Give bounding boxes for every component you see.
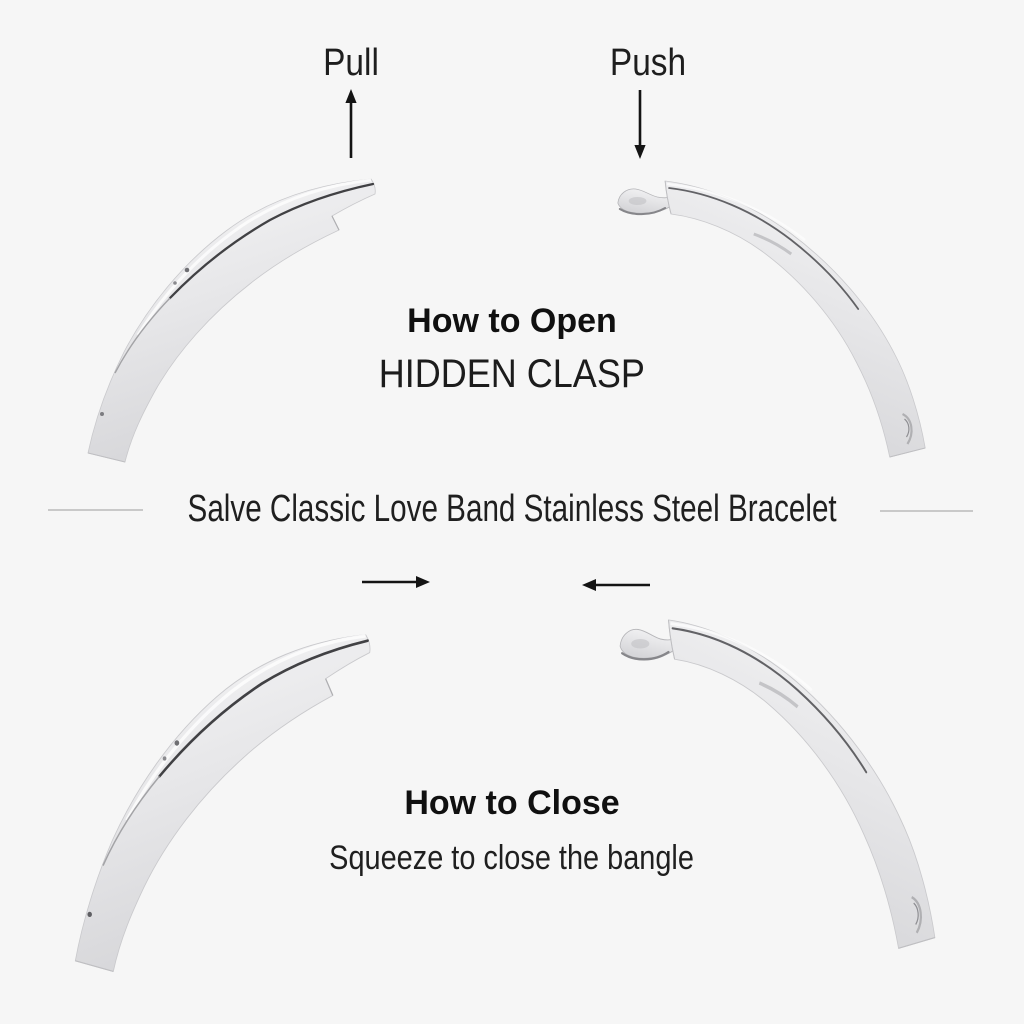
divider-line-left (48, 509, 143, 511)
push-arrow-down-icon (634, 90, 646, 159)
hidden-clasp-subheading: HIDDEN CLASP (378, 352, 646, 396)
divider-line-right (880, 510, 973, 512)
how-to-open-heading: How to Open (407, 302, 617, 340)
how-to-close-heading: How to Close (404, 784, 620, 822)
product-name: Salve Classic Love Band Stainless Steel … (187, 488, 837, 530)
bracelet-top-left-half (87, 178, 376, 463)
push-label: Push (609, 42, 687, 84)
close-arrow-left-icon (582, 579, 650, 591)
squeeze-instruction: Squeeze to close the bangle (329, 839, 695, 877)
pull-arrow-up-icon (345, 89, 357, 158)
close-arrow-right-icon (362, 576, 430, 588)
bracelet-top-right-half (617, 180, 926, 458)
bracelet-bottom-right-half (619, 619, 936, 949)
pull-label: Pull (323, 42, 379, 84)
bracelet-bottom-left-half (74, 634, 371, 973)
